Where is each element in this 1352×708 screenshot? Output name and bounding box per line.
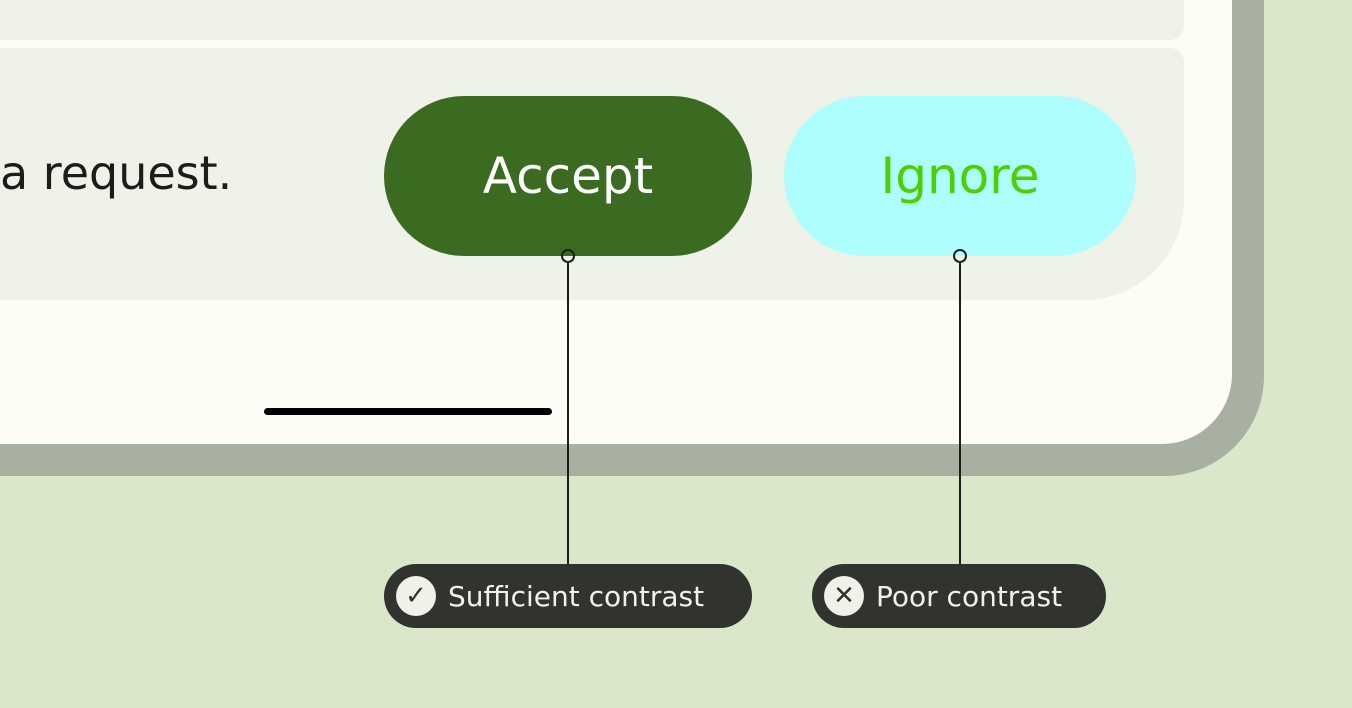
top-card xyxy=(0,0,1184,40)
check-circle-icon: ✓ xyxy=(396,576,436,616)
home-indicator[interactable] xyxy=(264,408,552,415)
label-text: Sufficient contrast xyxy=(448,579,705,613)
callout-dot xyxy=(561,249,575,263)
sufficient-contrast-label: ✓ Sufficient contrast xyxy=(384,564,752,628)
callout-line xyxy=(959,262,961,564)
callout-dot xyxy=(953,249,967,263)
accept-button[interactable]: Accept xyxy=(384,96,752,256)
poor-contrast-label: ✕ Poor contrast xyxy=(812,564,1106,628)
request-message: a request. xyxy=(0,146,233,200)
label-text: Poor contrast xyxy=(876,579,1063,613)
x-circle-icon: ✕ xyxy=(824,576,864,616)
callout-line xyxy=(567,262,569,564)
ignore-button[interactable]: Ignore xyxy=(784,96,1136,256)
